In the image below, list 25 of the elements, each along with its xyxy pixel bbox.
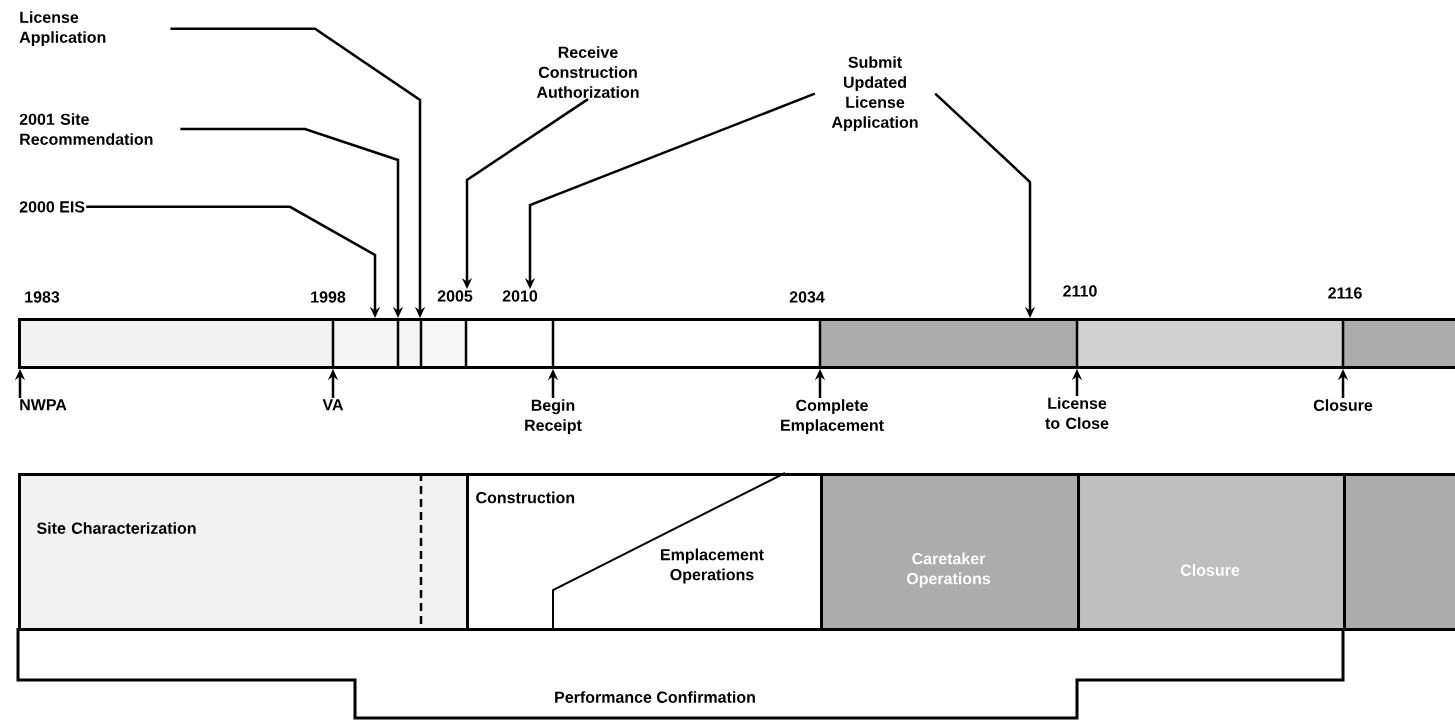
phase-box	[1343, 473, 1455, 631]
event-label: NWPA	[20, 399, 67, 411]
year-label: 2005	[437, 290, 473, 302]
timeline-bar	[18, 318, 1455, 369]
milestone-label: Submit Updated License Application	[831, 56, 918, 132]
year-label: 2110	[1063, 285, 1097, 297]
phase-box: Construction Emplacement Operations	[466, 472, 823, 631]
event-label: License to Close	[1045, 397, 1109, 429]
event-label: VA	[322, 399, 344, 411]
event-label: Complete Emplacement	[781, 399, 884, 435]
performance-confirmation-band: Performance Confirmation	[16, 628, 1345, 720]
event-label: Begin Receipt	[525, 399, 582, 435]
year-label: 2116	[1328, 287, 1362, 299]
year-label: 1983	[25, 291, 60, 303]
phase-box: Site Characterization	[18, 473, 469, 631]
phase-box: Caretaker Operations	[820, 473, 1080, 631]
milestone-label: 2000 EIS	[19, 201, 85, 213]
year-label: 2034	[789, 291, 825, 303]
phase-box: Closure	[1077, 473, 1346, 631]
year-label: 1998	[311, 291, 346, 303]
milestone-label: Receive Construction Authorization	[536, 46, 639, 98]
year-label: 2010	[502, 290, 538, 302]
milestone-label: 2001 Site Recommendation	[19, 113, 153, 145]
event-label: Closure	[1313, 399, 1373, 411]
milestone-label: License Application	[19, 11, 106, 47]
